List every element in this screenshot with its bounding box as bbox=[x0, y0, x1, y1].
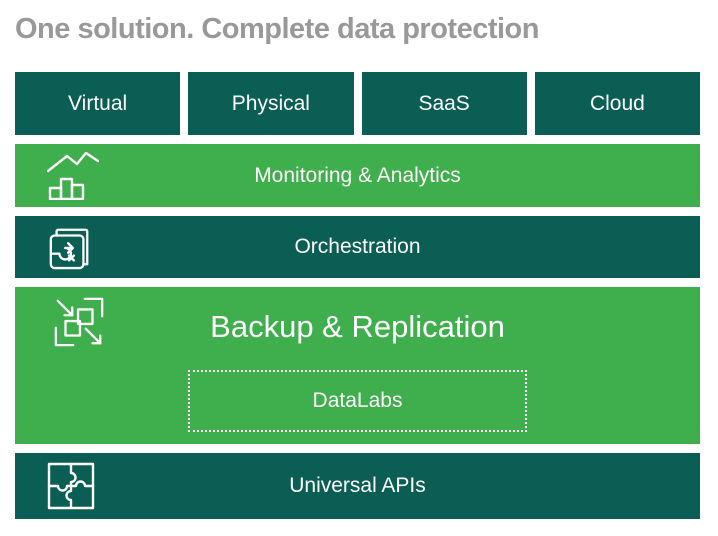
analytics-chart-icon bbox=[47, 151, 99, 200]
backup-replication-icon bbox=[52, 295, 106, 349]
layer-label: Orchestration bbox=[294, 235, 421, 258]
platform-label: Physical bbox=[231, 91, 310, 115]
orchestration-runbook-icon bbox=[47, 224, 93, 270]
page-title: One solution. Complete data protection bbox=[15, 13, 539, 45]
layer-label: Universal APIs bbox=[289, 474, 426, 497]
platform-label: Virtual bbox=[68, 91, 128, 115]
platform-row: Virtual Physical SaaS Cloud bbox=[15, 72, 700, 135]
datalabs-box: DataLabs bbox=[188, 370, 527, 432]
platform-box-cloud: Cloud bbox=[534, 72, 700, 135]
platform-box-saas: SaaS bbox=[361, 72, 527, 135]
layer-label: Backup & Replication bbox=[210, 309, 505, 344]
layer-label: Monitoring & Analytics bbox=[254, 163, 461, 187]
puzzle-icon bbox=[47, 461, 95, 511]
platform-box-physical: Physical bbox=[188, 72, 354, 135]
layer-orchestration: Orchestration bbox=[15, 216, 700, 278]
layer-universal-apis: Universal APIs bbox=[15, 453, 700, 519]
platform-label: Cloud bbox=[589, 91, 645, 115]
datalabs-label: DataLabs bbox=[312, 389, 403, 412]
layer-monitoring-analytics: Monitoring & Analytics bbox=[15, 144, 700, 207]
platform-label: SaaS bbox=[418, 91, 470, 115]
platform-box-virtual: Virtual bbox=[15, 72, 181, 135]
layer-stack: Virtual Physical SaaS Cloud M bbox=[15, 72, 700, 519]
layer-backup-replication: Backup & Replication DataLabs bbox=[15, 287, 700, 444]
